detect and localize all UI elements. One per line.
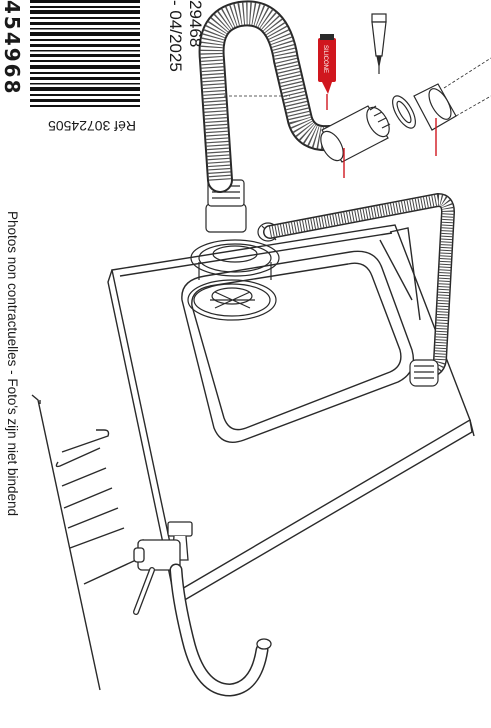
red-markers [343, 118, 437, 178]
overflow-elbow [409, 359, 439, 387]
sink-outline [31, 224, 475, 691]
tap-faucet [133, 521, 272, 697]
flexible-hose [198, 0, 343, 193]
overflow-hose [263, 192, 456, 378]
disclaimer-text: Photos non contractuelles - Foto's zijn … [5, 211, 20, 517]
barcode [30, 0, 140, 107]
silicone-tube-icon: SILICONE [318, 34, 336, 110]
strainer-basket [187, 222, 280, 321]
production-date: - 04/2025 [166, 0, 185, 72]
dashed-guide [443, 57, 491, 117]
reference-code: Réf 30724505 [48, 118, 136, 134]
outlet-pipe [320, 83, 457, 163]
barcode-number: 454968 [0, 0, 24, 96]
glue-tube-icon [371, 13, 387, 74]
silicone-label: SILICONE [322, 45, 328, 73]
lot-number: 29468 [186, 0, 205, 48]
